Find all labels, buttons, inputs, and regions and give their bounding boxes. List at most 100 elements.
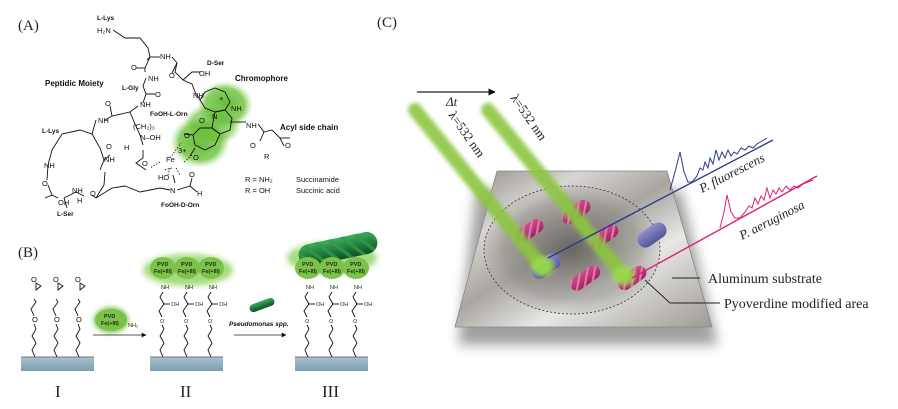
substrate <box>150 357 223 371</box>
residue-fooh-l-orn: FoOH-L-Orn <box>150 111 188 118</box>
atom-o: O <box>193 153 199 162</box>
fluorescens-spectrum <box>669 137 768 191</box>
atom-o: O <box>184 131 190 140</box>
pvd-label: PVD <box>157 262 168 268</box>
atom-o: O <box>76 315 82 324</box>
legend-formula: R = OH <box>245 186 270 195</box>
residue-l-lys-ring: L-Lys <box>42 128 59 135</box>
atom-o: O <box>105 99 111 108</box>
r-group-legend: R = NH₂ Succinamide R = OH Succinic acid <box>245 175 340 195</box>
fe-coordination <box>149 142 193 176</box>
o-label: O <box>329 319 334 325</box>
pvd-label: PVD <box>181 262 192 268</box>
pvd-label: PVD <box>350 262 361 268</box>
atom-nh: NH <box>160 52 171 61</box>
pseudomonas-reagent: Pseudomonas spp. <box>229 297 289 338</box>
atom-o: O <box>90 189 96 198</box>
modified-area-outline <box>483 185 661 315</box>
stage-label-ii: II <box>180 382 192 401</box>
atom-o: O <box>169 71 175 80</box>
fluorescens-signal-line <box>547 139 774 259</box>
atom-r: R <box>264 152 270 161</box>
pvd-reagent: PVD Fe(+III) NH₂ <box>91 305 147 338</box>
stage-i: O O O O O O I <box>21 275 94 401</box>
pvd-fe-label: Fe(+III) <box>154 269 172 275</box>
atom-h2n: H₂N <box>97 26 111 35</box>
stage-label-i: I <box>55 382 61 401</box>
atom-o: O <box>199 116 205 125</box>
residue-l-gly: L-Gly <box>122 85 139 92</box>
panel-a: (A) Peptidic Moiety Chromophore Acyl sid… <box>18 15 340 218</box>
atom-plus: + <box>219 94 224 103</box>
atom-h: H <box>197 189 202 198</box>
pseudomonas-label: Pseudomonas spp. <box>229 321 289 328</box>
nh-label: NH <box>161 285 169 291</box>
residue-fooh-d-orn: FoOH-D-Orn <box>161 202 199 209</box>
delta-t-label: Δt <box>445 94 458 109</box>
atom-nh: NH <box>104 155 115 164</box>
atom-o: O <box>106 142 112 151</box>
oh-label: OH <box>340 302 348 308</box>
atom-o: O <box>131 63 137 72</box>
o-label: O <box>353 319 358 325</box>
pvd-fe-label: Fe(+III) <box>202 269 220 275</box>
substrate <box>295 357 368 371</box>
pvd-fe-label: Fe(+III) <box>347 269 365 275</box>
linkers <box>303 291 363 358</box>
nh-label: NH <box>306 285 314 291</box>
linkers <box>158 291 218 358</box>
stage-ii: PVD Fe(+III) PVD Fe(+III) PVD Fe(+III) N… <box>143 254 233 401</box>
chromophore-rings <box>183 87 290 157</box>
oh-label: OH <box>171 302 179 308</box>
atom-n-oh: N–OH <box>140 133 161 142</box>
epoxide-linker <box>30 282 42 358</box>
pvd-fe-label: Fe(+III) <box>178 269 196 275</box>
oh-label: OH <box>364 302 372 308</box>
atom-o: O <box>142 159 148 168</box>
o-label: O <box>184 319 189 325</box>
atom-oh: OH <box>199 69 210 78</box>
nh-label: NH <box>354 285 362 291</box>
atom-fe: Fe <box>166 155 175 164</box>
species-label-fluorescens: P. fluorescens <box>696 150 767 196</box>
pvd-layer: PVD Fe(+III) PVD Fe(+III) PVD Fe(+III) <box>295 257 369 279</box>
atom-nh: NH <box>148 74 159 83</box>
bacterium-icon <box>249 297 275 313</box>
atom-nh: NH <box>231 104 242 113</box>
oh-label: OH <box>316 302 324 308</box>
aeruginosa-signal-line <box>631 175 818 279</box>
callout-line-modified-area <box>644 279 720 304</box>
o-label: O <box>160 319 165 325</box>
residue-l-ser: L-Ser <box>57 211 74 218</box>
atom-o: O <box>285 141 291 150</box>
panel-b: (B) O O O O O O <box>18 231 378 401</box>
atom-oh: OH <box>58 198 69 207</box>
o-label: O <box>305 319 310 325</box>
panel-a-label: (A) <box>18 18 39 34</box>
legend-name: Succinamide <box>296 175 339 184</box>
atom-nh: NH <box>98 116 109 125</box>
panel-c-label: (C) <box>377 15 397 31</box>
pvd-fe-label: Fe(+III) <box>323 269 341 275</box>
atom-o: O <box>42 179 48 188</box>
atom-o: O <box>75 275 81 284</box>
atom-o: O <box>53 275 59 284</box>
atom-nh: NH <box>246 121 257 130</box>
bacterium-aeruginosa <box>569 265 601 291</box>
chromophore-glow <box>170 81 253 168</box>
heading-peptidic-moiety: Peptidic Moiety <box>45 79 104 88</box>
species-label-aeruginosa: P. aeruginosa <box>736 197 808 243</box>
atom-ho: HO <box>158 173 169 182</box>
atom-o: O <box>155 90 161 99</box>
legend-name: Succinic acid <box>296 186 340 195</box>
atom-h: H <box>124 143 129 152</box>
laser-beam-1 <box>408 103 555 276</box>
atom-n: N <box>170 186 175 195</box>
stage-label-iii: III <box>322 382 339 401</box>
epoxide-linker <box>52 282 64 358</box>
atom-o: O <box>54 315 60 324</box>
panel-c: (C) Δt λ=532 nm λ=532 nm P. fluores <box>377 15 869 345</box>
atom-ch2-3: (CH₂)₃ <box>133 122 155 131</box>
oh-label: OH <box>195 302 203 308</box>
